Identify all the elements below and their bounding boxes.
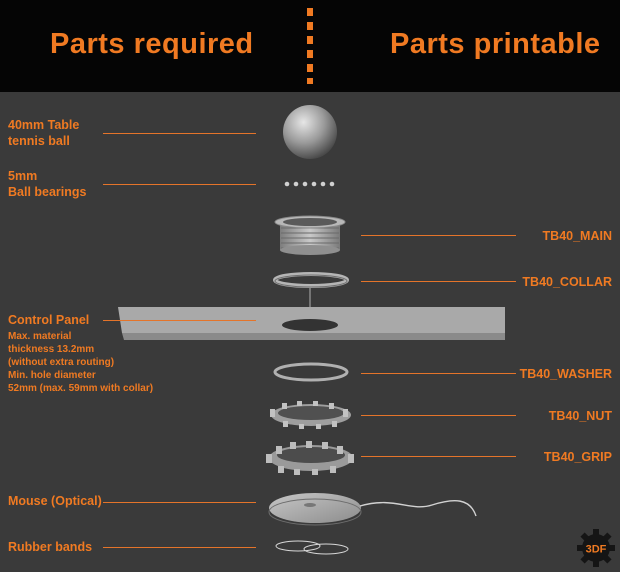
ball-label: 40mm Table tennis ball (8, 118, 80, 148)
logo-text: 3DF (586, 544, 607, 556)
washer-leader-line (361, 373, 516, 374)
mouse-label: Mouse (Optical) (8, 494, 102, 508)
control-panel-plate (118, 307, 505, 340)
tb40-washer-part (273, 362, 349, 382)
nut-leader-line (361, 415, 516, 416)
control-panel-leader-line (103, 320, 256, 321)
collar-leader-line (361, 281, 516, 282)
dashed-divider (307, 8, 313, 84)
bearings-leader-line (103, 184, 256, 185)
tb40-grip-part (266, 441, 354, 475)
mouse-leader-line (103, 502, 256, 503)
main-leader-line (361, 235, 516, 236)
control-panel-note: Max. material thickness 13.2mm (without … (8, 331, 154, 394)
optical-mouse (268, 493, 477, 526)
tb40-main-label: TB40_MAIN (542, 229, 612, 243)
grip-leader-line (361, 456, 516, 457)
tb40-nut-part (270, 401, 351, 429)
rubber-bands (275, 540, 349, 555)
tb40-collar-label: TB40_COLLAR (522, 275, 612, 289)
control-panel-label: Control Panel (8, 313, 90, 327)
table-tennis-ball (283, 105, 337, 159)
rubber-bands-label: Rubber bands (8, 540, 93, 554)
header-bar: Parts required Parts printable (0, 0, 620, 92)
ball-bearings (284, 181, 335, 187)
bearings-label: 5mm Ball bearings (8, 169, 87, 199)
tb40-nut-label: TB40_NUT (548, 409, 612, 423)
ball-leader-line (103, 133, 256, 134)
3df-gear-logo: 3DF (577, 529, 615, 567)
tb40-collar-part (273, 272, 349, 288)
tb40-main-part (274, 215, 346, 255)
tb40-washer-label: TB40_WASHER (519, 367, 612, 381)
tb40-grip-label: TB40_GRIP (543, 450, 612, 464)
parts-printable-title: Parts printable (390, 28, 601, 60)
parts-required-title: Parts required (50, 28, 254, 60)
rubber-bands-leader-line (103, 547, 256, 548)
